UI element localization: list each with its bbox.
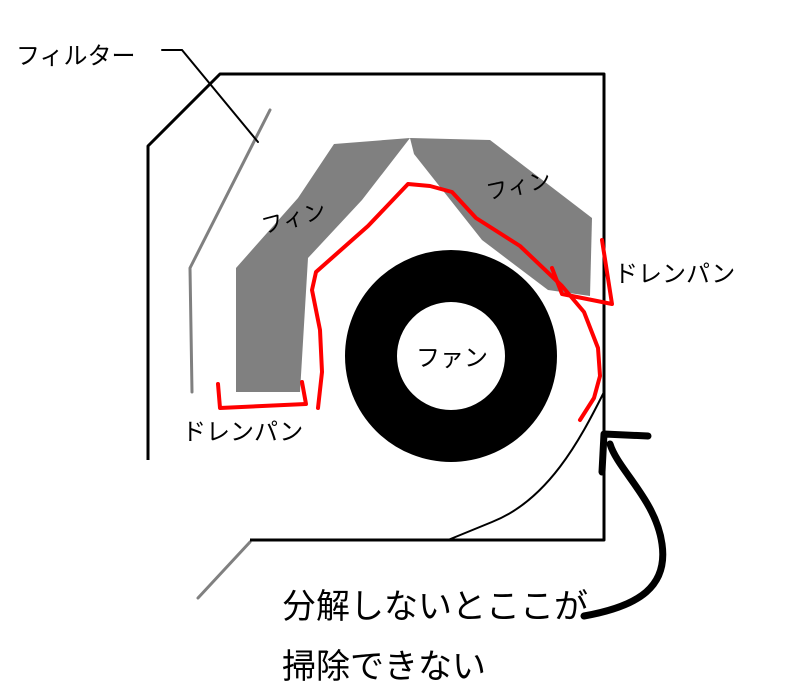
drain-pan-right xyxy=(550,238,614,306)
label-filter: フィルター xyxy=(16,42,136,70)
fin-right xyxy=(410,138,592,296)
pointer-arrowhead xyxy=(598,430,652,476)
air-outlet-curve xyxy=(447,391,605,541)
fan-ring xyxy=(345,250,557,462)
drain-pan-outline xyxy=(310,182,602,422)
label-fan: ファン xyxy=(416,344,488,372)
filter-line xyxy=(188,108,272,394)
label-drain-pan-right: ドレンパン xyxy=(614,260,735,288)
pointer-arrow xyxy=(580,440,667,620)
note-line-2: 掃除できない xyxy=(282,647,486,687)
label-drain-pan-left: ドレンパン xyxy=(182,418,303,446)
filter-lower-line xyxy=(196,540,252,600)
filter-leader-line xyxy=(161,49,259,143)
unit-casing xyxy=(146,72,606,542)
drain-pan-left xyxy=(216,380,308,410)
note-line-1: 分解しないとここが xyxy=(282,587,588,627)
fin-left xyxy=(236,138,410,392)
